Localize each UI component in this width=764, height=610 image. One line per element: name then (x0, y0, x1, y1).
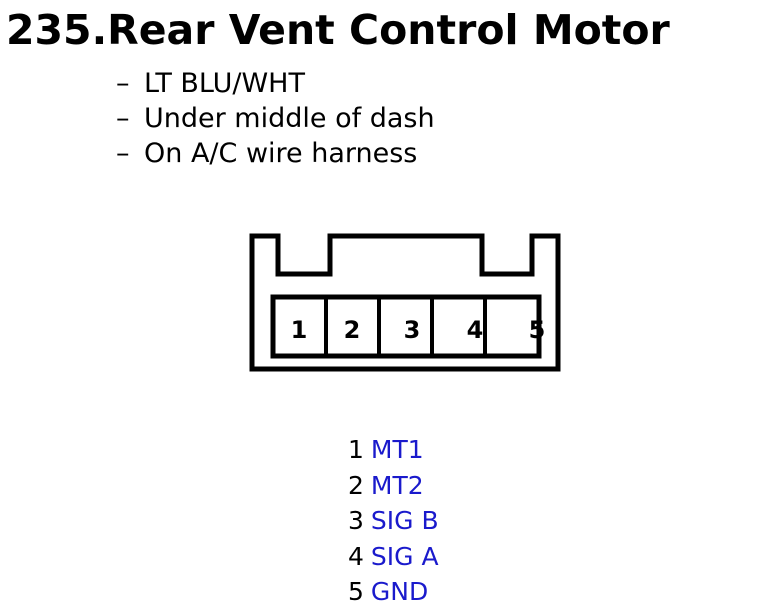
note-location: –Under middle of dash (116, 101, 435, 136)
pin-label: 4 (467, 316, 484, 344)
pin-label: 1 (291, 316, 308, 344)
pin-signal: MT2 (370, 470, 424, 500)
connector-housing (249, 233, 561, 372)
pin-label: 5 (529, 316, 546, 344)
pin-number: 2 (348, 470, 364, 500)
pin-signal: SIG A (370, 541, 439, 571)
note-wire-color: –LT BLU/WHT (116, 66, 435, 101)
note-text: Under middle of dash (144, 103, 435, 134)
connector-notes: –LT BLU/WHT –Under middle of dash –On A/… (116, 66, 435, 171)
note-bullet: – (116, 138, 130, 169)
note-harness: –On A/C wire harness (116, 136, 435, 171)
pin-signal: GND (370, 577, 429, 606)
pin-signal: SIG B (370, 506, 439, 535)
pin-number: 4 (348, 541, 364, 571)
pin-number: 1 (348, 435, 364, 464)
pin-cavity-frame (270, 294, 542, 359)
pin-label: 2 (344, 316, 361, 344)
note-text: On A/C wire harness (144, 138, 418, 169)
note-bullet: – (116, 68, 130, 99)
note-text: LT BLU/WHT (144, 68, 305, 99)
pin-number: 5 (348, 577, 364, 606)
page-title: 235.Rear Vent Control Motor (6, 6, 670, 54)
pin-number: 3 (348, 506, 364, 535)
pin-label: 3 (404, 316, 421, 344)
note-bullet: – (116, 103, 130, 134)
pin-signal: MT1 (370, 435, 424, 464)
